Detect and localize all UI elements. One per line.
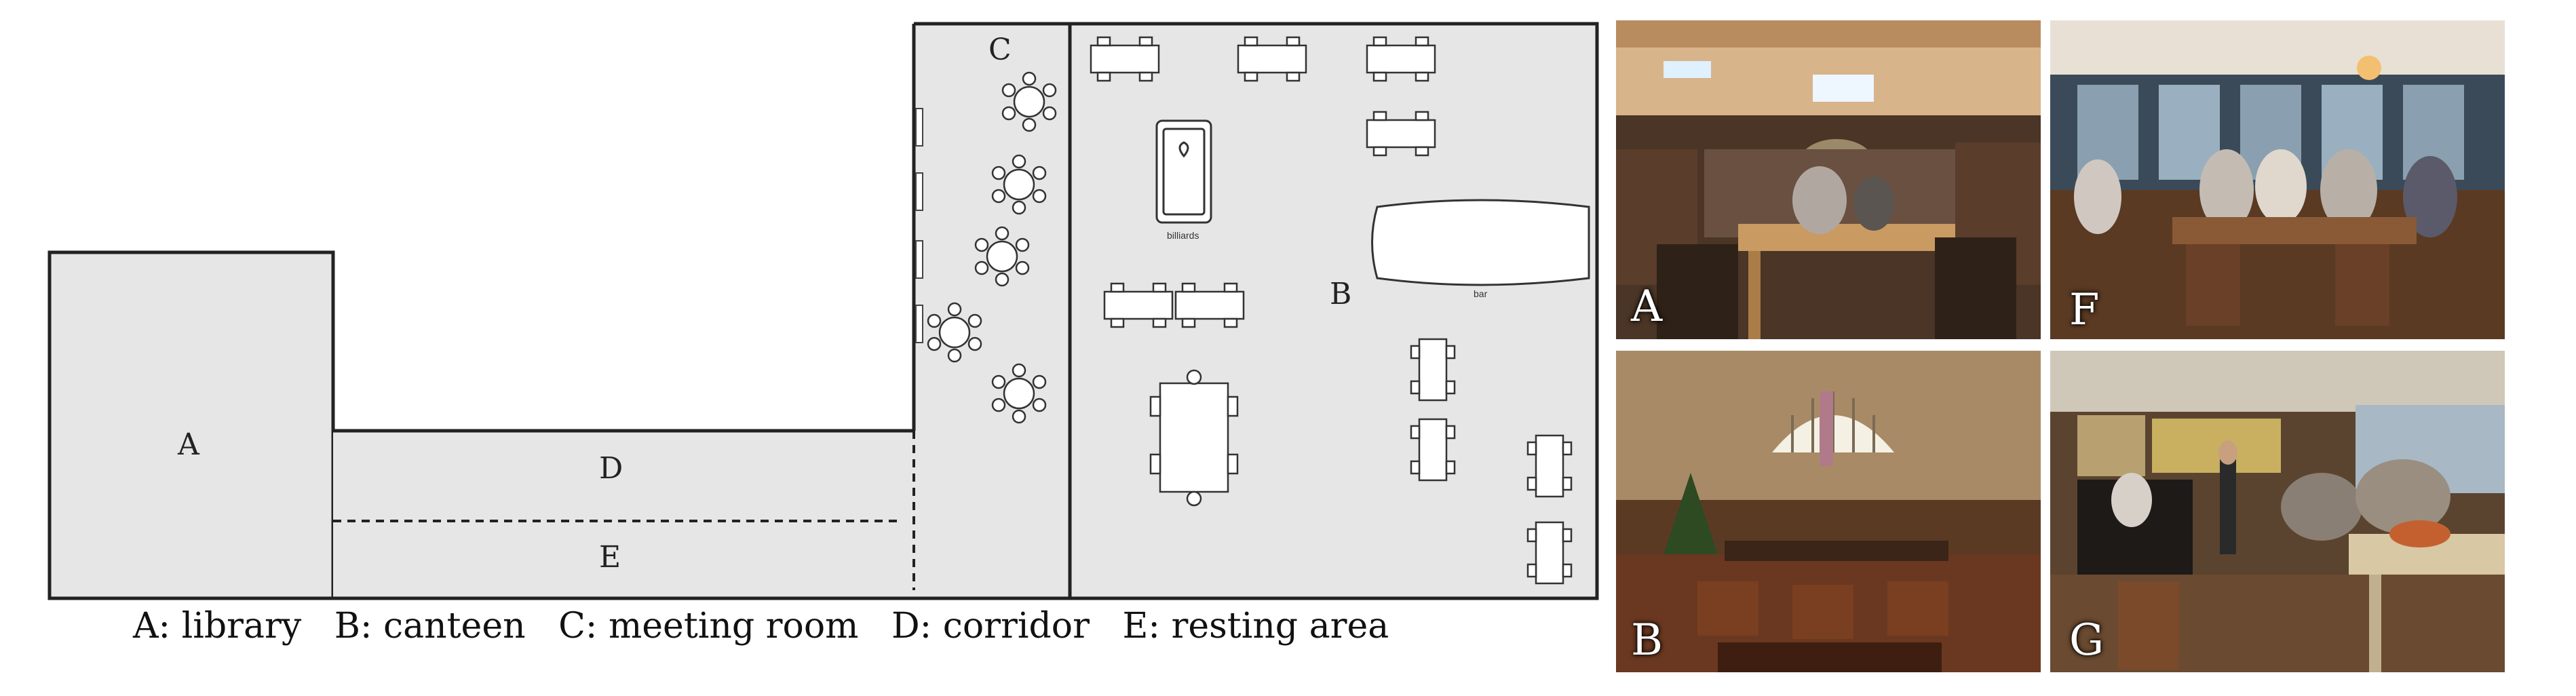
- room-letter-e: E: [599, 540, 621, 575]
- photo-letter-a: A: [1631, 282, 1663, 332]
- floor-plan: billiards bar A B C D E: [47, 22, 1599, 600]
- room-letter-a: A: [177, 427, 200, 462]
- bar-label: bar: [1474, 288, 1488, 299]
- legend: A: library B: canteen C: meeting room D:…: [133, 606, 1410, 646]
- photo-letter-b: B: [1631, 615, 1664, 665]
- photo-f: F: [2050, 20, 2505, 339]
- round-tables: [927, 71, 1057, 424]
- room-meeting: [914, 24, 1070, 598]
- photo-letter-g: G: [2069, 615, 2104, 665]
- room-library: [47, 250, 335, 600]
- legend-item-canteen: B: canteen: [334, 606, 526, 646]
- legend-item-corridor: D: corridor: [891, 606, 1090, 646]
- room-letter-d: D: [599, 451, 623, 486]
- room-letter-c: C: [988, 33, 1012, 67]
- room-letter-b: B: [1330, 277, 1351, 311]
- photo-canteen: B: [1616, 351, 2041, 672]
- room-corridor: [333, 431, 914, 598]
- legend-item-resting-area: E: resting area: [1122, 606, 1389, 646]
- photo-letter-f: F: [2069, 285, 2100, 335]
- photo-library: A: [1616, 20, 2041, 339]
- photo-g: G: [2050, 351, 2505, 672]
- legend-item-meeting-room: C: meeting room: [558, 606, 859, 646]
- bar-counter: [1371, 199, 1590, 286]
- legend-item-library: A: library: [133, 606, 302, 646]
- canteen-tables: [1090, 36, 1573, 585]
- billiards-label: billiards: [1167, 230, 1199, 241]
- billiards-table: [1155, 119, 1212, 224]
